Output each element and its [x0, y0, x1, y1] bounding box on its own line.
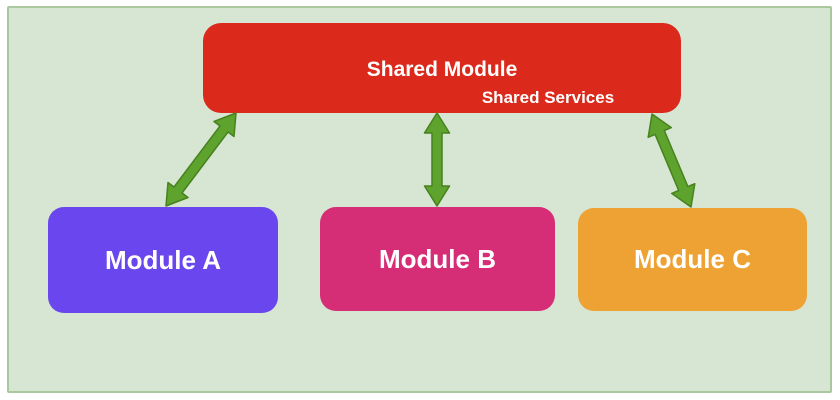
node-module-a: Module A: [48, 207, 278, 313]
module-a-label: Module A: [104, 244, 222, 275]
shared-services-label: Shared Services: [481, 88, 615, 107]
node-module-b: Module B: [320, 207, 555, 311]
module-c-label: Module C: [634, 244, 751, 274]
module-b-label: Module B: [379, 243, 496, 274]
shared-module-title: Shared Module: [366, 58, 518, 81]
node-shared-module: Shared Module Shared Services: [203, 23, 681, 113]
node-module-c: Module C: [578, 208, 807, 311]
